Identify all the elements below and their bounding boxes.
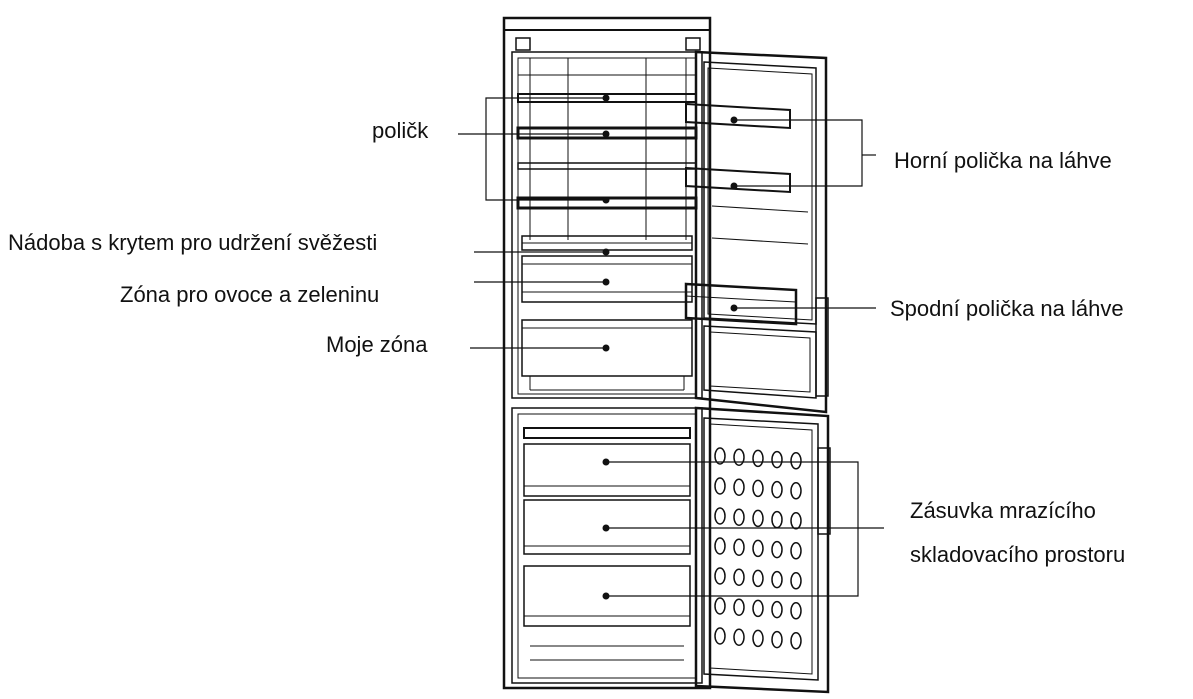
freezer-door-oval — [790, 572, 802, 590]
label-lower-bottle-shelf: Spodní polička na láhve — [890, 296, 1124, 321]
freezer-door-oval — [771, 570, 783, 589]
freezer-door-oval — [752, 539, 764, 558]
glass-shelves — [516, 93, 698, 210]
label-freezer-drawer-line1: Zásuvka mrazícího — [910, 498, 1096, 523]
label-shelves: polič​k — [372, 118, 429, 143]
freezer-door-oval — [752, 569, 764, 588]
freezer-door-oval — [733, 448, 745, 466]
fridge-door — [694, 50, 829, 414]
freezer-door-oval — [714, 627, 726, 645]
freezer-door-oval — [752, 509, 764, 528]
freezer-door-pattern — [714, 447, 802, 650]
freezer-door-oval — [733, 628, 745, 646]
freezer-door-oval — [752, 599, 764, 618]
label-crisper: Zóna pro ovoce a zeleninu — [120, 282, 380, 307]
freezer-door-oval — [771, 600, 783, 619]
door-bottle-shelves — [684, 102, 798, 326]
freezer-door-oval — [790, 482, 802, 500]
label-fresh-box: Nádoba s krytem pro udržení svěžesti — [8, 230, 378, 255]
label-freezer-drawer-line2: skladovacího prostoru — [910, 542, 1126, 567]
freezer-door-oval — [733, 598, 745, 616]
freezer-door-oval — [714, 477, 726, 495]
freezer-door-oval — [733, 568, 745, 586]
freezer-door-oval — [714, 507, 726, 525]
freezer-door-oval — [790, 602, 802, 620]
freezer-door-oval — [714, 537, 726, 555]
freezer-door-oval — [733, 478, 745, 496]
freezer-door-oval — [790, 542, 802, 560]
freezer-door-oval — [790, 452, 802, 470]
freezer-drawers — [523, 427, 691, 661]
freezer-door-oval — [752, 629, 764, 648]
leader-lines — [458, 97, 884, 597]
freezer-door-oval — [771, 630, 783, 649]
freezer-door-oval — [714, 597, 726, 615]
crisper-drawers — [521, 235, 693, 391]
freezer-door — [694, 406, 831, 694]
freezer-door-oval — [752, 479, 764, 498]
freezer-door-oval — [714, 567, 726, 585]
cabinet — [502, 16, 712, 690]
freezer-door-oval — [752, 449, 764, 468]
freezer-door-oval — [733, 538, 745, 556]
fridge-back-wall — [518, 58, 696, 240]
label-my-zone: Moje zóna — [326, 332, 428, 357]
freezer-door-oval — [733, 508, 745, 526]
leader-dots — [602, 94, 738, 600]
freezer-door-oval — [771, 510, 783, 529]
freezer-door-oval — [790, 632, 802, 650]
freezer-door-oval — [771, 480, 783, 499]
freezer-door-oval — [790, 512, 802, 530]
freezer-door-oval — [771, 450, 783, 469]
label-upper-bottle-shelf: Horní polička na láhve — [894, 148, 1112, 173]
freezer-door-oval — [771, 540, 783, 559]
freezer-door-oval — [714, 447, 726, 465]
